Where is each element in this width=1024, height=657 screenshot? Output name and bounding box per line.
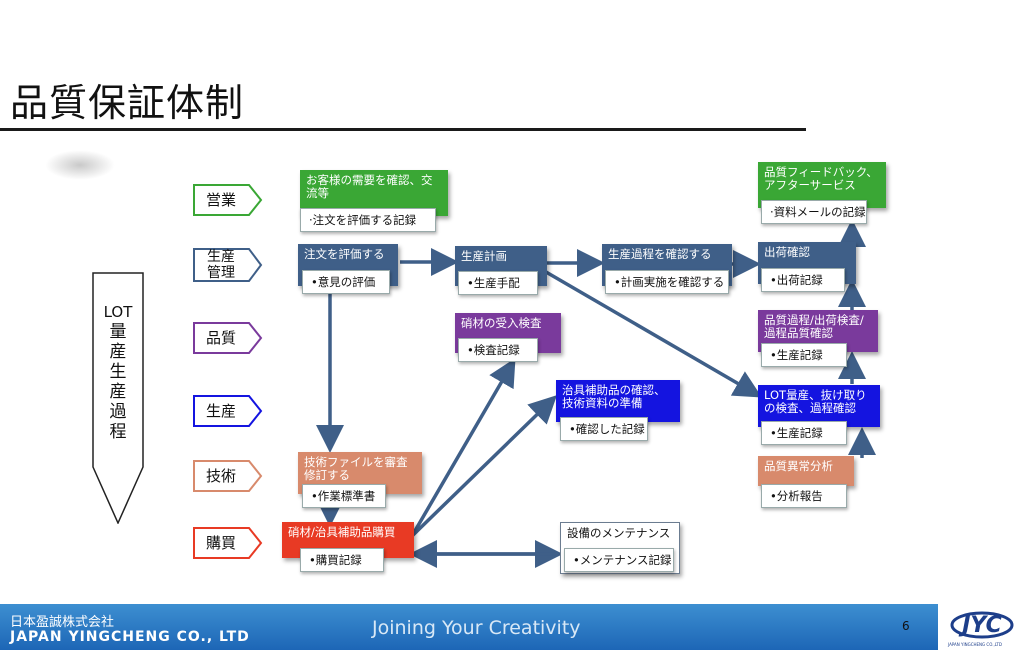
page-title: 品質保証体制	[10, 81, 245, 125]
box-title: 品質フィードバック、アフターサービス	[764, 165, 878, 192]
logo-subtitle: JAPAN YINGCHENG CO.,LTD	[948, 642, 1002, 647]
row-label-text: 生産 管理	[207, 249, 235, 281]
box-jig-confirmation-record: •確認した記録	[560, 417, 648, 441]
box-quality-anomaly-record: •分析報告	[761, 484, 847, 508]
box-title: お客様の需要を確認、交流等	[306, 173, 433, 200]
row-label-text: 技術	[205, 467, 236, 485]
box-title: 生産過程を確認する	[608, 247, 712, 261]
box-title: 品質過程/出荷検査/過程品質確認	[764, 313, 864, 340]
row-arrow-shape	[193, 184, 263, 216]
arrow-purchase-to-incoming	[410, 357, 516, 537]
lot-label-first: LOT	[103, 303, 133, 321]
box-quality-anomaly: 品質異常分析	[758, 456, 854, 486]
box-jig-confirmation: 治具補助品の確認、技術資料の準備	[556, 380, 680, 422]
row-label-quality: 品質	[193, 322, 263, 354]
box-lot-production-record: •生産記録	[761, 421, 847, 445]
row-label-production: 生産	[193, 395, 263, 427]
box-title: 品質異常分析	[764, 459, 833, 473]
box-process-check-record: •計画実施を確認する	[605, 270, 729, 294]
box-lot-production: LOT量産、抜け取りの検査、過程確認	[758, 385, 880, 427]
row-arrow-shape	[193, 248, 263, 282]
box-title: 硝材の受入検査	[461, 316, 542, 330]
lot-process-label: LOT 量 産 生 産 過 程	[92, 302, 144, 442]
box-title: 生産計画	[461, 249, 507, 263]
box-maintenance-record: •メンテナンス記録	[564, 548, 674, 572]
footer-bar	[0, 604, 938, 650]
row-label-sales: 営業	[193, 184, 263, 216]
arrow-purchase-to-jig	[410, 395, 558, 538]
box-title: 硝材/治具補助品購買	[288, 525, 396, 539]
box-shipping-record: •出荷記録	[761, 268, 845, 292]
box-title: LOT量産、抜け取りの検査、過程確認	[764, 388, 867, 415]
box-order-evaluation-record: •意見の評価	[302, 270, 390, 294]
box-title: 治具補助品の確認、技術資料の準備	[562, 383, 666, 410]
row-label-text: 品質	[205, 329, 236, 347]
box-title: 設備のメンテナンス	[567, 526, 671, 540]
row-label-text: 営業	[205, 191, 236, 209]
lot-char: 産	[109, 342, 127, 362]
arrow-plan-to-lot	[545, 270, 763, 398]
footer-tagline: Joining Your Creativity	[372, 617, 581, 639]
box-title: 技術ファイルを審査修訂する	[304, 455, 408, 482]
box-title: 出荷確認	[764, 245, 810, 259]
row-label-production-control: 生産 管理	[193, 248, 263, 282]
box-production-plan-record: •生産手配	[458, 271, 538, 295]
box-purchasing-record: •購買記録	[300, 548, 384, 572]
company-name-en: JAPAN YINGCHENG CO., LTD	[10, 629, 250, 645]
lot-char: 過	[109, 402, 127, 422]
row-arrow-shape	[193, 322, 263, 354]
lot-char: 程	[109, 422, 127, 442]
box-incoming-inspection-record: •検査記録	[458, 338, 538, 362]
box-customer-demand-record: ·注文を評価する記録	[300, 208, 436, 232]
row-arrow-shape	[193, 527, 263, 559]
lot-char: 生	[109, 362, 127, 382]
page-number: 6	[902, 619, 910, 633]
decorative-shadow	[45, 150, 115, 180]
row-arrow-shape	[193, 460, 263, 492]
row-label-technology: 技術	[193, 460, 263, 492]
company-name-jp: 日本盈誠株式会社	[10, 615, 115, 630]
row-arrow-shape	[193, 395, 263, 427]
company-logo-icon: JYC	[950, 611, 1014, 639]
row-label-text: 購買	[205, 534, 236, 552]
box-technical-file-record: •作業標準書	[302, 484, 386, 508]
row-label-text: 生産	[205, 402, 236, 420]
title-divider	[0, 128, 806, 131]
box-title: 注文を評価する	[304, 247, 385, 261]
lot-char: 産	[109, 382, 127, 402]
lot-process-shape	[92, 272, 144, 524]
box-quality-process-record: •生産記録	[761, 343, 847, 367]
logo-text: JYC	[958, 613, 1001, 638]
lot-char: 量	[109, 322, 127, 342]
row-label-purchasing: 購買	[193, 527, 263, 559]
box-quality-feedback-record: ·資料メールの記録	[761, 200, 867, 224]
